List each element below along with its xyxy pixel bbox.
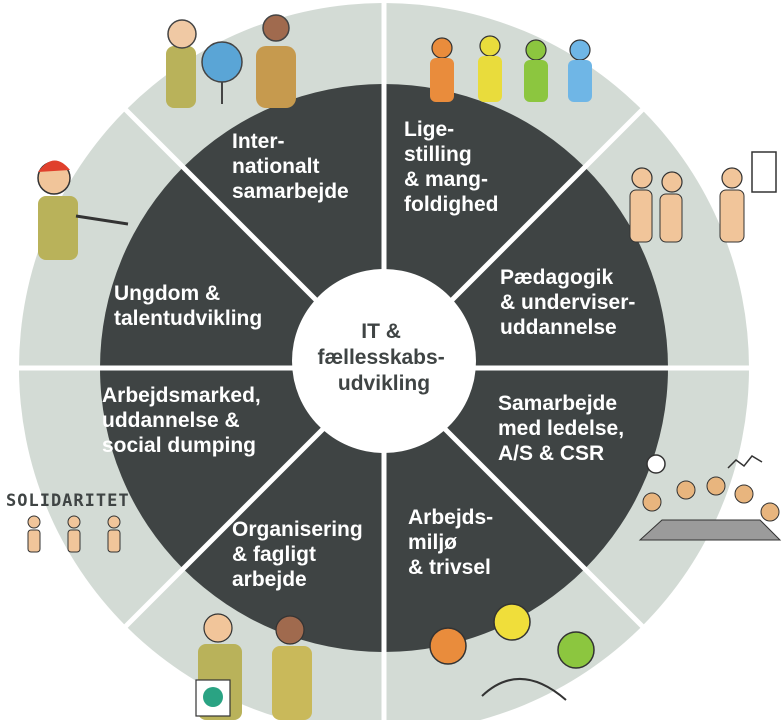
pointer-arm (75, 214, 129, 226)
segment-line: social dumping (102, 434, 256, 457)
person-body (719, 189, 745, 243)
segment-line: Samarbejde (498, 392, 617, 415)
segment-line: Organisering (232, 518, 363, 541)
person-head (734, 484, 754, 504)
illustration-organising (195, 613, 312, 720)
segment-line: Pædagogik (500, 266, 614, 289)
sad-face-icon (429, 627, 467, 665)
person-body (107, 529, 121, 553)
segment-line: A/S & CSR (498, 442, 604, 465)
illustration-youth (37, 160, 129, 260)
segment-label-cooperation: Samarbejde med ledelse, A/S & CSR (498, 392, 630, 465)
center-label: IT & fællesskabs- udvikling (317, 320, 450, 395)
person-body (38, 196, 78, 260)
segment-line: & trivsel (408, 556, 491, 579)
chart-sketch (727, 455, 763, 469)
person-body (629, 189, 653, 243)
person-body (659, 193, 683, 243)
person-head (569, 39, 591, 61)
person-head (721, 167, 743, 189)
segment-label-pedagogy: Pædagogik & underviser- uddannelse (500, 266, 641, 339)
person-body (166, 46, 196, 108)
segment-line: med ledelse, (498, 417, 624, 440)
person-head (642, 492, 662, 512)
neutral-face-icon (493, 603, 531, 641)
person-body (430, 58, 454, 102)
arc-arrow (481, 677, 567, 701)
person-head (661, 171, 683, 193)
segment-line: Ungdom & (114, 282, 220, 305)
person-head (479, 35, 501, 57)
illustration-international (166, 14, 296, 108)
segment-label-wellbeing: Arbejds- miljø & trivsel (408, 506, 499, 579)
center-line: IT & (361, 320, 401, 343)
segment-label-equality: Lige- stilling & mang- foldighed (404, 118, 498, 216)
person-head (275, 615, 305, 645)
segment-line: nationalt (232, 155, 320, 178)
segment-label-international: Inter- nationalt samarbejde (232, 130, 349, 203)
segment-line: Lige- (404, 118, 454, 141)
person-body (272, 646, 312, 720)
segment-line: samarbejde (232, 180, 349, 203)
solidarity-caption: SOLIDARITET (6, 491, 130, 511)
center-line: udvikling (338, 372, 430, 395)
person-head (262, 14, 290, 42)
center-circle (292, 269, 476, 453)
segment-line: foldighed (404, 193, 498, 216)
person-head (203, 613, 233, 643)
segment-line: arbejde (232, 568, 307, 591)
person-head (525, 39, 547, 61)
hair-shape (38, 160, 70, 172)
segment-line: Arbejds- (408, 506, 493, 529)
person-head (431, 37, 453, 59)
segment-label-labour-market: Arbejdsmarked, uddannelse & social dumpi… (102, 384, 267, 457)
illustration-solidarity: SOLIDARITET (6, 491, 130, 553)
illustration-pedagogy (629, 151, 777, 243)
segment-line: Inter- (232, 130, 285, 153)
person-head (676, 480, 696, 500)
center-line: fællesskabs- (317, 346, 444, 369)
person-head (67, 515, 81, 529)
person-body (524, 60, 548, 102)
person-body (568, 60, 592, 102)
person-body (67, 529, 81, 553)
segment-line: uddannelse & (102, 409, 240, 432)
globe-icon (201, 41, 243, 83)
person-body (256, 46, 296, 108)
clock-icon (646, 454, 666, 474)
segment-line: & fagligt (232, 543, 316, 566)
person-head (107, 515, 121, 529)
meeting-table (638, 519, 782, 541)
segment-line: stilling (404, 143, 472, 166)
logo-icon (203, 687, 223, 707)
figure-group (27, 515, 121, 553)
person-head (631, 167, 653, 189)
segment-label-organising: Organisering & fagligt arbejde (232, 518, 369, 591)
illustration-cooperation (638, 454, 782, 541)
easel-board (751, 151, 777, 193)
person-body (478, 56, 502, 102)
person-body (27, 529, 41, 553)
happy-face-icon (557, 631, 595, 669)
person-head (167, 19, 197, 49)
segment-line: miljø (408, 531, 457, 554)
person-head (27, 515, 41, 529)
segment-line: uddannelse (500, 316, 617, 339)
illustration-wellbeing (429, 603, 595, 701)
segment-line: Arbejdsmarked, (102, 384, 261, 407)
segment-label-youth: Ungdom & talentudvikling (114, 282, 262, 330)
illustration-equality (430, 35, 592, 102)
person-head (706, 476, 726, 496)
segment-line: & underviser- (500, 291, 635, 314)
person-head (760, 502, 780, 522)
segment-line: talentudvikling (114, 307, 262, 330)
segment-line: & mang- (404, 168, 488, 191)
